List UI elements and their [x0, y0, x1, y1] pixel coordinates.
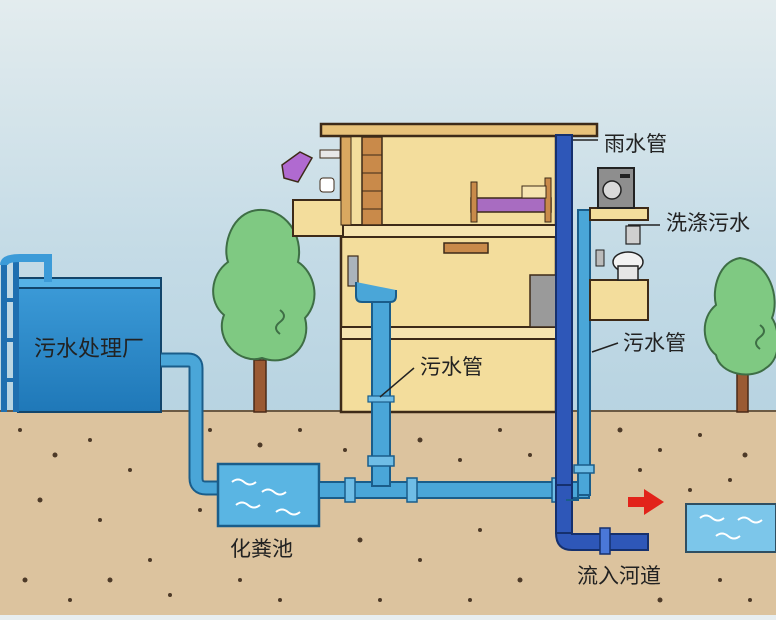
label-flow-into-river: 流入河道	[577, 564, 661, 588]
main-sewer-pipe	[318, 481, 590, 499]
soil-specks	[18, 427, 752, 603]
leader-line	[379, 367, 415, 398]
faucet-icon	[281, 149, 341, 193]
toilet-icon	[595, 249, 644, 281]
tree-icon	[703, 256, 776, 413]
rain-pipe	[554, 134, 649, 555]
label-treatment-plant: 污水处理厂	[34, 337, 145, 362]
sewer-pipe-right	[566, 209, 595, 501]
river	[685, 503, 776, 553]
label-rain-pipe: 雨水管	[604, 132, 667, 156]
sewage-treatment-plant	[0, 254, 162, 413]
flow-arrow-icon	[628, 489, 664, 515]
pipe-plant-to-septic	[161, 354, 220, 494]
washing-machine-icon	[597, 167, 641, 245]
sewer-pipe-middle	[355, 282, 397, 487]
label-sewer-pipe-right: 污水管	[623, 331, 686, 355]
label-sewer-pipe-middle: 污水管	[420, 355, 483, 379]
leader-line	[591, 342, 619, 353]
septic-tank	[216, 462, 321, 528]
tree-icon	[212, 208, 316, 413]
label-septic-tank: 化粪池	[230, 537, 293, 561]
label-washing-wastewater: 洗涤污水	[666, 211, 750, 235]
bed-icon	[470, 177, 552, 223]
